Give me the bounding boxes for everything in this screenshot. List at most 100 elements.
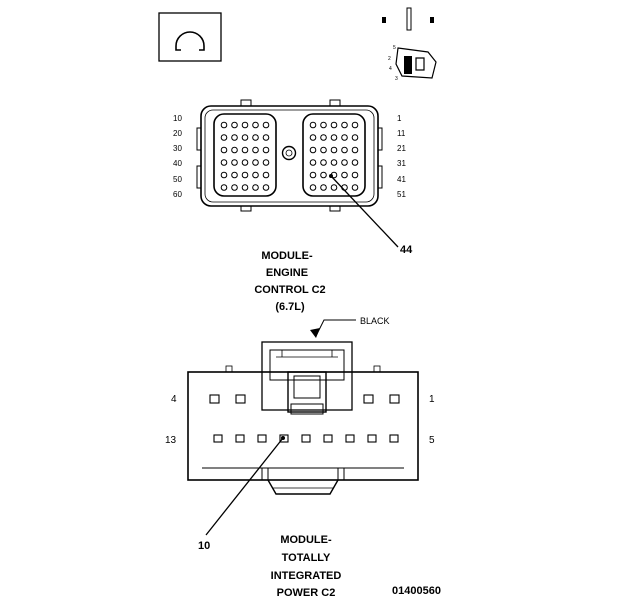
pin-cavity bbox=[309, 184, 317, 191]
pin-cavity bbox=[235, 434, 245, 443]
pin-cavity bbox=[320, 134, 327, 141]
ecm-pin-grid-left bbox=[220, 121, 270, 191]
tipm-callout-leader bbox=[205, 437, 284, 536]
tipm-pin-row-top bbox=[209, 394, 400, 404]
pin-cavity bbox=[220, 134, 228, 141]
pin-cavity bbox=[389, 394, 400, 404]
ecm-title-line: ENGINE bbox=[266, 267, 308, 279]
ecm-pin-label: 60 bbox=[173, 190, 182, 199]
pin-cavity bbox=[252, 159, 259, 166]
pin-cavity bbox=[241, 159, 249, 166]
pin-cavity bbox=[320, 121, 327, 129]
ecm-pin-label: 51 bbox=[397, 190, 406, 199]
pin-cavity bbox=[231, 184, 238, 191]
pin-cavity bbox=[351, 134, 359, 141]
pin-cavity bbox=[351, 121, 359, 129]
ecm-pin-grid-right bbox=[309, 121, 359, 191]
pin-cavity bbox=[241, 121, 249, 129]
pin-cavity bbox=[235, 394, 246, 404]
pin-cavity bbox=[323, 434, 333, 443]
pin-cavity bbox=[231, 146, 238, 154]
color-label-leader bbox=[315, 319, 356, 337]
pin-cavity bbox=[252, 171, 259, 179]
color-label-arrow bbox=[310, 328, 320, 338]
terminal-num: 3 bbox=[395, 76, 398, 82]
pin-cavity bbox=[309, 134, 317, 141]
pin-cavity bbox=[309, 146, 317, 154]
pin-cavity bbox=[220, 184, 228, 191]
ecm-title-line: (6.7L) bbox=[275, 301, 305, 313]
pin-cavity bbox=[262, 171, 270, 179]
ecm-title-line: CONTROL C2 bbox=[254, 284, 325, 296]
ecm-pin-label: 30 bbox=[173, 144, 182, 153]
ecm-title-line: MODULE- bbox=[261, 250, 313, 262]
pin-cavity bbox=[241, 171, 249, 179]
seal-icon bbox=[158, 12, 222, 62]
tipm-title-line: TOTALLY bbox=[282, 552, 331, 564]
pin-cavity bbox=[252, 184, 259, 191]
pin-cavity bbox=[330, 121, 338, 129]
pin-cavity bbox=[351, 184, 359, 191]
ecm-pin-label: 21 bbox=[397, 144, 406, 153]
pin-cavity bbox=[351, 171, 359, 179]
pin-cavity bbox=[389, 434, 399, 443]
color-label: BLACK bbox=[360, 316, 390, 326]
pin-cavity bbox=[351, 159, 359, 166]
pin-cavity bbox=[220, 121, 228, 129]
pin-cavity bbox=[231, 121, 238, 129]
pin-cavity bbox=[341, 159, 348, 166]
pin-cavity bbox=[301, 434, 311, 443]
ecm-pin-label: 41 bbox=[397, 175, 406, 184]
pin-cavity bbox=[262, 121, 270, 129]
pin-cavity bbox=[220, 159, 228, 166]
pin-cavity bbox=[252, 134, 259, 141]
pin-cavity bbox=[220, 146, 228, 154]
pin-cavity bbox=[241, 134, 249, 141]
pin-cavity bbox=[209, 394, 220, 404]
pin-cavity bbox=[252, 146, 259, 154]
tipm-pin-label: 13 bbox=[165, 435, 177, 446]
pin-cavity bbox=[320, 184, 327, 191]
pin-cavity bbox=[320, 146, 327, 154]
pin-cavity bbox=[241, 146, 249, 154]
tipm-callout-number: 10 bbox=[198, 540, 210, 552]
ecm-pin-label: 10 bbox=[173, 114, 182, 123]
pin-cavity bbox=[330, 146, 338, 154]
pin-cavity bbox=[220, 171, 228, 179]
ecm-pin-label: 11 bbox=[397, 129, 406, 138]
figure-id: 01400560 bbox=[392, 585, 441, 597]
pin-cavity bbox=[363, 394, 374, 404]
pin-cavity bbox=[330, 159, 338, 166]
pin-cavity bbox=[345, 434, 355, 443]
pin-cavity bbox=[279, 434, 289, 443]
tipm-pin-row-bottom bbox=[213, 434, 399, 443]
pin-cavity bbox=[330, 184, 338, 191]
pin-cavity bbox=[257, 434, 267, 443]
terminal-num: 5 bbox=[393, 45, 396, 51]
tipm-title-line: INTEGRATED bbox=[271, 570, 342, 582]
tipm-connector bbox=[187, 341, 419, 495]
pin-cavity bbox=[231, 134, 238, 141]
tipm-title-line: MODULE- bbox=[280, 534, 332, 546]
terminal-num: 4 bbox=[389, 66, 392, 72]
pin-cavity bbox=[309, 171, 317, 179]
ecm-pin-label: 31 bbox=[397, 159, 406, 168]
tipm-pin-label: 5 bbox=[429, 435, 435, 446]
pin-cavity bbox=[341, 171, 348, 179]
pin-cavity bbox=[231, 171, 238, 179]
ecm-pin-label: 50 bbox=[173, 175, 182, 184]
pin-cavity bbox=[262, 159, 270, 166]
ecm-connector bbox=[196, 99, 383, 212]
pin-cavity bbox=[341, 146, 348, 154]
pin-cavity bbox=[330, 134, 338, 141]
terminal-icon: 5 2 4 3 bbox=[382, 7, 437, 82]
pin-cavity bbox=[351, 146, 359, 154]
pin-cavity bbox=[309, 159, 317, 166]
pin-cavity bbox=[262, 134, 270, 141]
tipm-title-line: POWER C2 bbox=[277, 587, 336, 599]
pin-cavity bbox=[320, 171, 327, 179]
tipm-pin-label: 1 bbox=[429, 394, 435, 405]
tipm-pin-label: 4 bbox=[171, 394, 177, 405]
pin-cavity bbox=[262, 146, 270, 154]
